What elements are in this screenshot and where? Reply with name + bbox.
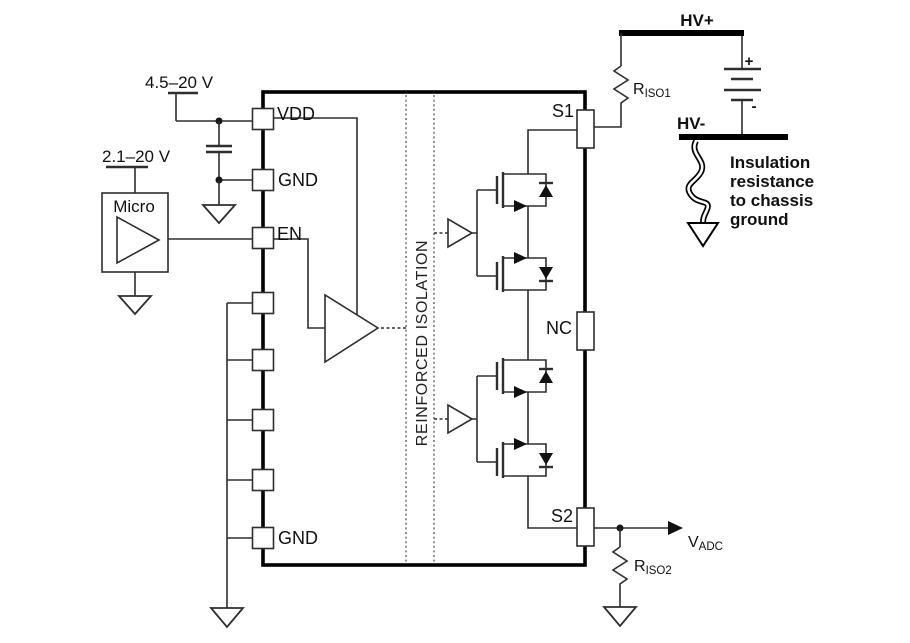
micro-label: Micro [113, 197, 155, 216]
ground-icon [200, 204, 238, 225]
riso2-wires [611, 528, 629, 607]
pin-gnd-bottom-label: GND [278, 528, 318, 548]
riso1-wires [594, 33, 630, 128]
ground-icon [209, 607, 245, 629]
switch-pair-upper [432, 129, 577, 294]
left-pins: VDD GND EN GND [251, 104, 318, 550]
cap-bottom-wire [218, 152, 252, 181]
micro-buffer-triangle [116, 215, 161, 265]
ground-icon [602, 606, 638, 628]
unused-pin-bus [209, 302, 252, 629]
s2-drain-wire [527, 476, 577, 529]
riso2-resistor: RISO2 [602, 528, 672, 628]
note-line-4: ground [730, 210, 789, 229]
enable-buffer-triangle [324, 293, 380, 364]
pin-vdd-label: VDD [277, 104, 315, 124]
ground-icon [116, 295, 154, 316]
pin-unused-2 [251, 348, 275, 372]
hv-plus-rail: HV+ [619, 11, 744, 36]
pin-s2-label: S2 [551, 506, 573, 526]
riso2-label: RISO2 [634, 558, 672, 577]
s2-output: VADC [594, 521, 723, 553]
pin-unused-4 [251, 468, 275, 492]
vadc-label: VADC [688, 534, 723, 553]
hv-minus-label: HV- [677, 114, 705, 133]
pin-gnd-top [251, 168, 275, 192]
pin-s2 [576, 507, 595, 547]
vadc-arrow-icon [668, 521, 683, 535]
enable-buffer [274, 117, 406, 364]
pin-gnd-bottom [251, 526, 275, 550]
note-line-1: Insulation [730, 153, 810, 172]
micro-supply-label: 2.1–20 V [102, 147, 171, 166]
isolation-barrier: REINFORCED ISOLATION [405, 95, 435, 563]
main-supply-circuit: 4.5–20 V [145, 73, 252, 225]
insulation-resistance-symbol [685, 139, 720, 248]
note-line-2: resistance [730, 172, 814, 191]
pin-gnd-top-label: GND [278, 170, 318, 190]
riso1-resistor: RISO1 [594, 33, 671, 128]
s1-drain-wire [527, 129, 577, 174]
chassis-ground-arrow-icon [686, 222, 720, 248]
battery-plus-label: + [745, 53, 754, 70]
pin-en [251, 226, 275, 250]
right-pins: S1 NC S2 [546, 101, 595, 547]
switch-pair-lower [432, 356, 555, 480]
pin-s1 [576, 109, 595, 149]
battery-symbol: + - [724, 36, 761, 134]
hv-plus-label: HV+ [680, 11, 714, 30]
pin-unused-1 [251, 291, 275, 315]
vdd-internal-wire [274, 117, 358, 316]
battery-minus-label: - [752, 98, 757, 115]
micro-circuit: 2.1–20 V Micro [101, 147, 252, 316]
insulation-note: Insulation resistance to chassis ground [730, 153, 814, 229]
decoupling-cap-icon [206, 144, 232, 154]
main-supply-label: 4.5–20 V [145, 73, 214, 92]
note-line-3: to chassis [730, 191, 813, 210]
pin-nc-label: NC [546, 318, 572, 338]
pin-en-label: EN [277, 224, 302, 244]
bus-wires [226, 302, 252, 608]
riso1-label: RISO1 [633, 81, 671, 100]
pin-unused-3 [251, 408, 275, 432]
main-supply-wires [175, 93, 252, 122]
insulation-squiggle-inner [687, 140, 710, 226]
en-internal-wire [274, 238, 325, 329]
isolation-label: REINFORCED ISOLATION [414, 240, 431, 446]
pin-s1-label: S1 [552, 101, 574, 121]
hv-minus-rail: HV- [677, 114, 788, 140]
pin-vdd [251, 107, 275, 131]
pin-nc [576, 311, 595, 351]
